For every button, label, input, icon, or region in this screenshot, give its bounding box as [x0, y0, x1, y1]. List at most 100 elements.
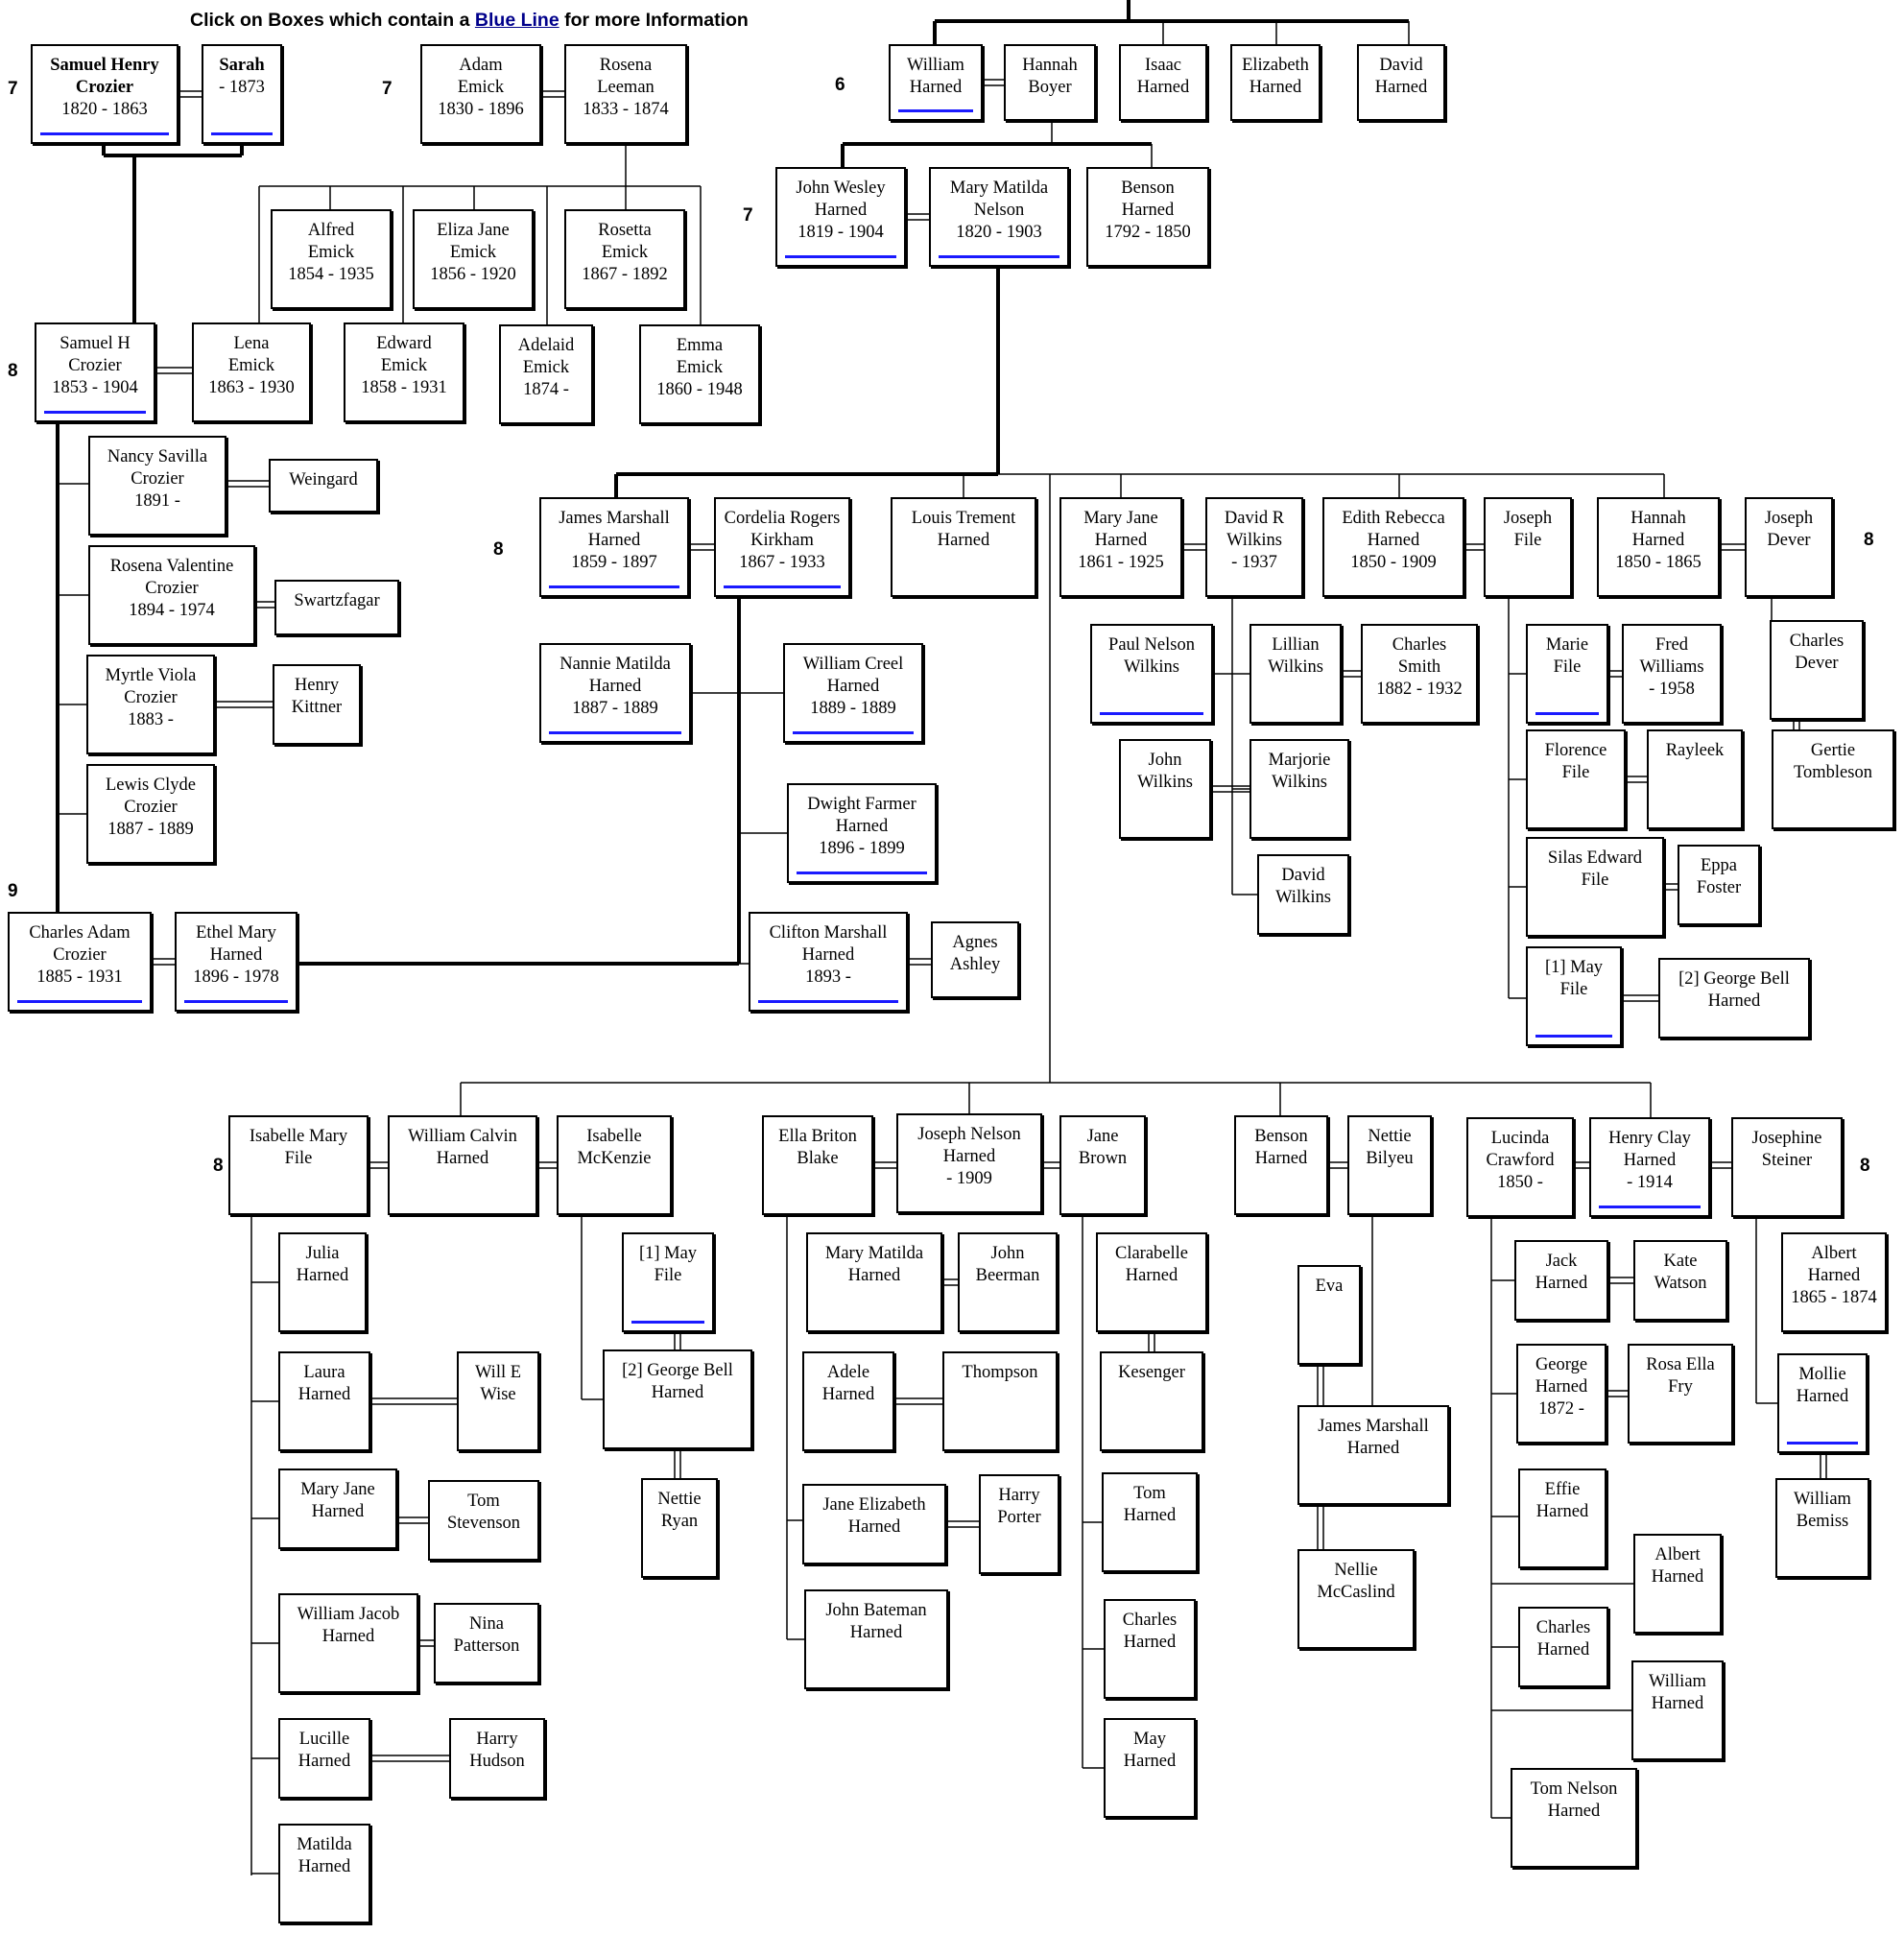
- person-line: Harned: [1125, 1266, 1178, 1285]
- person-line: Jack: [1545, 1252, 1578, 1271]
- person-line: - 1937: [1231, 553, 1277, 572]
- person-line: John Bateman: [825, 1601, 927, 1620]
- person-line: Swartzfagar: [294, 591, 380, 610]
- info-link-marker: [793, 731, 914, 734]
- person-line: Nettie: [1368, 1127, 1412, 1146]
- person-line: McCaslind: [1317, 1583, 1395, 1602]
- person-line: Harned: [1535, 1502, 1589, 1521]
- person-line: Harned: [1807, 1266, 1861, 1285]
- person-line: Dever: [1795, 654, 1839, 673]
- person-line: Harned: [849, 1623, 903, 1642]
- person-line: Harned: [1547, 1802, 1601, 1821]
- person-line: 1854 - 1935: [288, 265, 374, 284]
- person-line: 1896 - 1899: [819, 839, 905, 858]
- person-line: 1872 -: [1538, 1399, 1584, 1419]
- person-line: 1861 - 1925: [1078, 553, 1164, 572]
- person-line: Lucinda: [1490, 1129, 1550, 1148]
- person-line: Emick: [601, 243, 649, 262]
- person-line: Stevenson: [446, 1514, 521, 1533]
- person-line: 1820 - 1863: [61, 100, 148, 119]
- person-line: Emick: [307, 243, 355, 262]
- person-line: Clifton Marshall: [769, 923, 888, 943]
- person-line: Beerman: [975, 1266, 1040, 1285]
- person-line: 1850 - 1865: [1615, 553, 1702, 572]
- person-line: Cordelia Rogers: [724, 509, 841, 528]
- person-line: Ella Briton: [778, 1127, 857, 1146]
- person-line: File: [284, 1149, 313, 1168]
- person-line: Dever: [1767, 531, 1811, 550]
- person-line: Mollie: [1798, 1365, 1846, 1384]
- info-link-marker: [184, 1000, 288, 1003]
- person-line: Harry: [476, 1730, 518, 1749]
- person-line: Nancy Savilla: [107, 447, 208, 466]
- person-line: Fry: [1668, 1377, 1693, 1397]
- info-link-marker: [898, 109, 973, 112]
- person-line: 1833 - 1874: [583, 100, 669, 119]
- person-line: 1858 - 1931: [361, 378, 447, 397]
- person-line: Boyer: [1028, 78, 1072, 97]
- person-line: Harned: [814, 201, 868, 220]
- person-line: Harned: [835, 817, 889, 836]
- person-line: Joseph: [1503, 509, 1553, 528]
- person-line: Harned: [1535, 1274, 1588, 1293]
- person-line: Joseph Nelson: [917, 1125, 1021, 1144]
- person-line: Kittner: [291, 698, 343, 717]
- generation-label: 7: [8, 79, 18, 99]
- person-line: Albert: [1654, 1545, 1701, 1564]
- person-line: Kirkham: [750, 531, 814, 550]
- info-link-marker: [758, 1000, 898, 1003]
- generation-label: 8: [213, 1156, 224, 1176]
- person-line: 1819 - 1904: [797, 223, 884, 242]
- person-line: Harned: [1374, 78, 1428, 97]
- person-line: 1887 - 1889: [107, 820, 194, 839]
- person-line: Adam: [459, 56, 503, 75]
- person-box-sarah[interactable]: Sarah- 1873: [202, 44, 282, 144]
- person-line: Harned: [587, 531, 641, 550]
- person-line: Florence: [1544, 741, 1607, 760]
- person-line: McKenzie: [577, 1149, 652, 1168]
- person-line: - 1909: [946, 1169, 992, 1188]
- person-line: Effie: [1544, 1480, 1581, 1499]
- generation-label: 8: [1864, 530, 1874, 550]
- person-line: Crozier: [68, 356, 122, 375]
- info-link-marker: [1535, 712, 1599, 715]
- person-line: Dwight Farmer: [807, 795, 916, 814]
- person-line: 1860 - 1948: [656, 380, 743, 399]
